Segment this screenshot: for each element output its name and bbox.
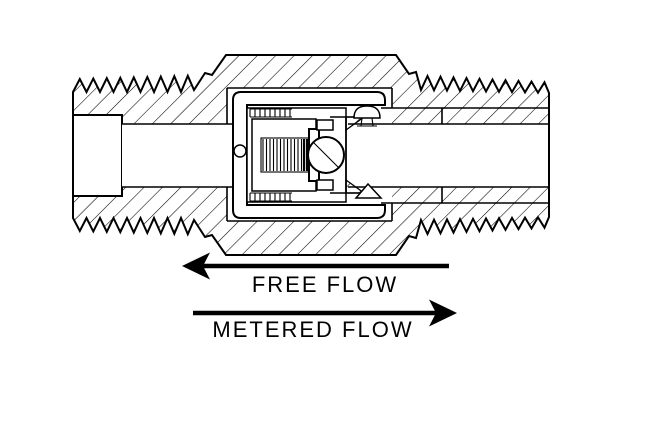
metering-pin xyxy=(353,105,381,127)
free-flow-annotation: FREE FLOW xyxy=(182,252,449,297)
free-flow-arrow-icon xyxy=(182,252,210,280)
seal-wedge xyxy=(354,182,383,199)
metered-flow-arrow-icon xyxy=(429,299,457,327)
left-port-face xyxy=(72,114,123,197)
outlet-bore xyxy=(347,124,548,187)
poppet-clip-bottom xyxy=(316,179,334,191)
ball-section-slash xyxy=(312,141,340,169)
bore-edges xyxy=(122,87,549,222)
ball-seat xyxy=(330,116,367,194)
free-flow-label: FREE FLOW xyxy=(252,272,398,297)
metered-flow-annotation: METERED FLOW xyxy=(193,299,457,342)
retainer-serrations xyxy=(249,108,292,202)
detent-ball xyxy=(233,144,247,158)
poppet xyxy=(307,119,345,191)
metered-flow-label: METERED FLOW xyxy=(212,317,413,342)
check-cartridge xyxy=(232,91,386,219)
left-bore xyxy=(122,124,233,187)
cartridge-cup xyxy=(232,91,386,219)
poppet-clip-top xyxy=(316,119,334,131)
